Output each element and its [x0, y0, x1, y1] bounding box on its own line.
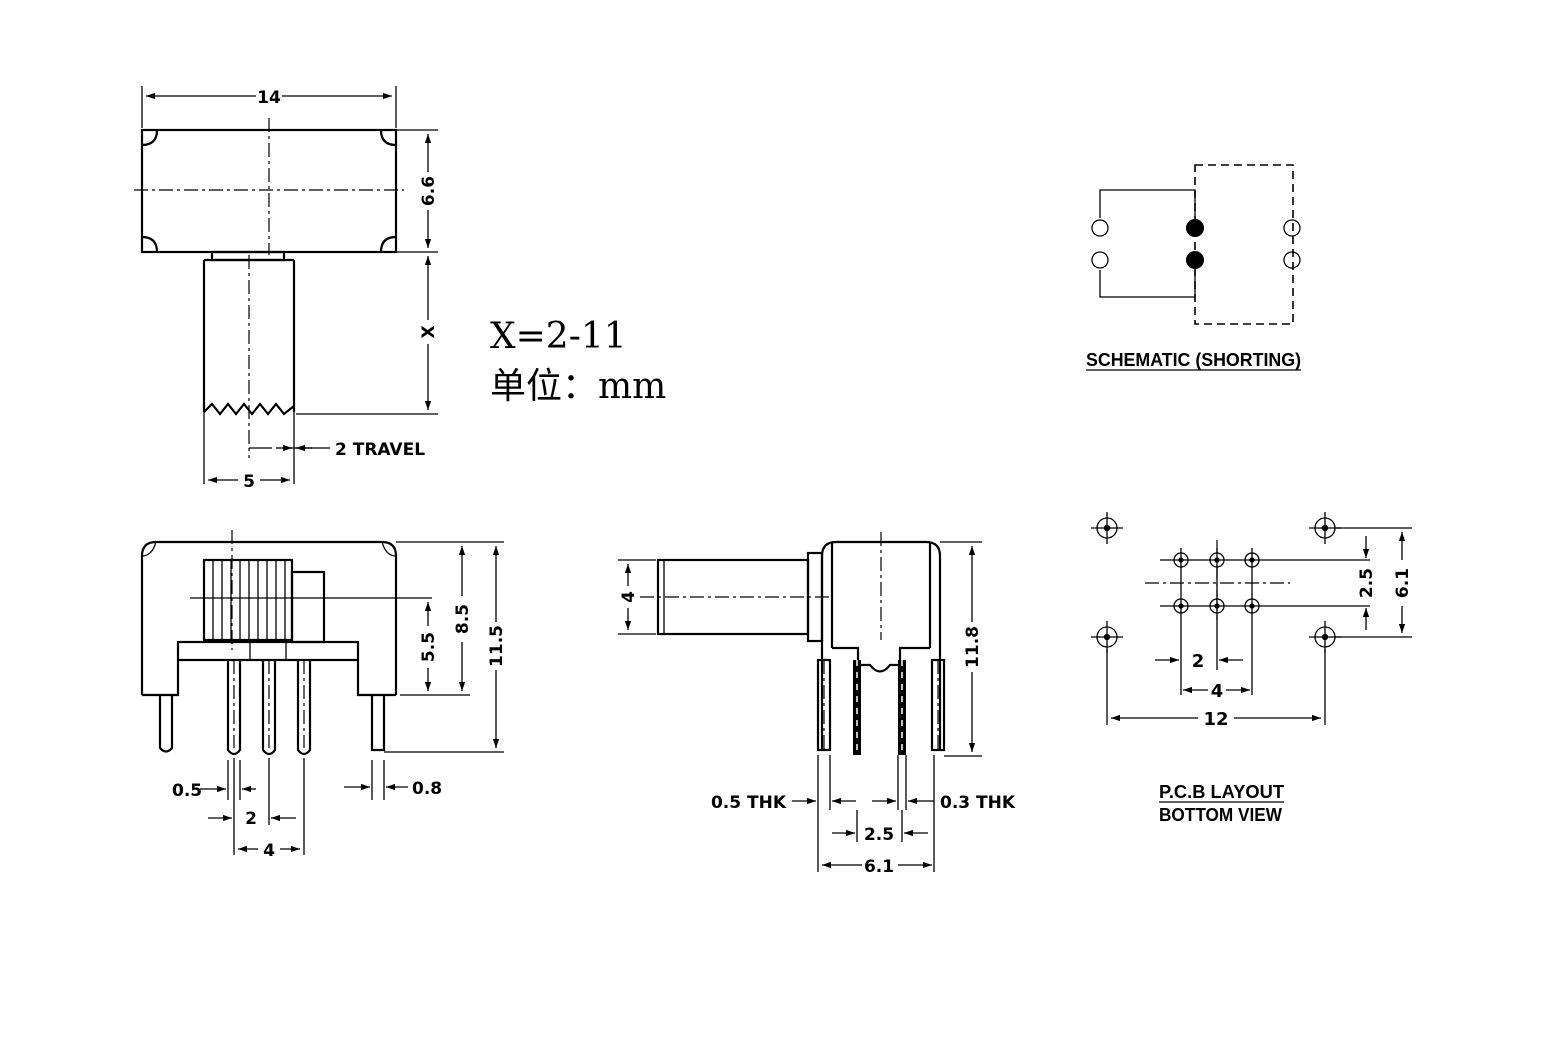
dim-body-width: 6.1: [864, 857, 894, 877]
contact-terminal: [1091, 251, 1109, 269]
terminal-pin: [296, 660, 312, 756]
dim-body-height: 6.6: [419, 176, 439, 206]
front-view: 5.5 8.5 11.5 0.5 2 4 0.8: [140, 530, 507, 861]
dim-body-height: 11.8: [963, 626, 983, 668]
dim-lug-width: 0.8: [412, 779, 442, 799]
dim-lever-length: X: [419, 325, 439, 338]
dim-travel: 2 TRAVEL: [335, 440, 425, 460]
dim-row-pitch: 2.5: [864, 825, 894, 845]
dim-55: 5.5: [419, 632, 439, 662]
x-range-note: X=2-11: [490, 316, 627, 357]
knurled-knob: [202, 558, 294, 642]
slider-position-box: [1194, 164, 1294, 325]
dim-lever-thickness: 4: [619, 591, 639, 603]
side-body-outline: [820, 540, 942, 750]
mounting-lug: [370, 695, 386, 752]
mounting-lug: [158, 695, 174, 753]
dim-pin-span: 4: [263, 841, 275, 861]
pcb-caption-title: P.C.B LAYOUT: [1159, 782, 1284, 802]
dimension-note: X=2-11 单位：mm: [490, 316, 666, 407]
lever-break-mark: [203, 402, 295, 416]
dim-body-width: 14: [257, 88, 281, 108]
unit-note: 单位：mm: [490, 366, 666, 407]
dim-pin-thickness: 0.3 THK: [940, 793, 1016, 813]
dim-pin-width: 0.5: [172, 781, 202, 801]
pcb-layout: 2.5 6.1 2 4 12 P.C.B LAYOUT BOTTOM VIEW: [1091, 512, 1413, 825]
contact-terminal: [1283, 219, 1301, 237]
pcb-dim-pin-span: 4: [1211, 681, 1224, 702]
base-plate: [176, 640, 360, 662]
dim-85: 8.5: [453, 604, 473, 634]
dim-lever-width: 5: [243, 472, 255, 492]
terminal-pin: [226, 660, 242, 756]
schematic: SCHEMATIC (SHORTING): [1086, 164, 1301, 371]
pcb-dim-pin-pitch: 2: [1192, 651, 1205, 672]
pcb-dim-mount-v: 6.1: [1393, 568, 1413, 598]
contact-terminal: [1283, 251, 1301, 269]
pcb-dim-row-pitch: 2.5: [1357, 568, 1377, 598]
contact-terminal: [1091, 219, 1109, 237]
dim-frame-thickness: 0.5 THK: [711, 793, 787, 813]
pcb-caption-subtitle: BOTTOM VIEW: [1159, 805, 1282, 825]
terminal-pin: [261, 660, 277, 756]
pcb-dim-mount-h: 12: [1203, 709, 1228, 730]
terminal-pin: [853, 660, 861, 755]
common-terminal: [1186, 219, 1204, 237]
front-body-outline: [140, 540, 398, 695]
terminal-pin: [898, 660, 906, 755]
dim-115: 11.5: [487, 625, 507, 667]
schematic-caption: SCHEMATIC (SHORTING): [1086, 350, 1301, 370]
lever-base: [210, 250, 286, 262]
common-terminal: [1186, 251, 1204, 269]
side-view: 4 11.8 0.5 THK 0.3 THK 2.5 6.1: [618, 532, 1016, 877]
top-view: 14 6.6 X 2 TRAVEL 5: [134, 86, 439, 492]
dim-pin-pitch: 2: [245, 809, 257, 829]
